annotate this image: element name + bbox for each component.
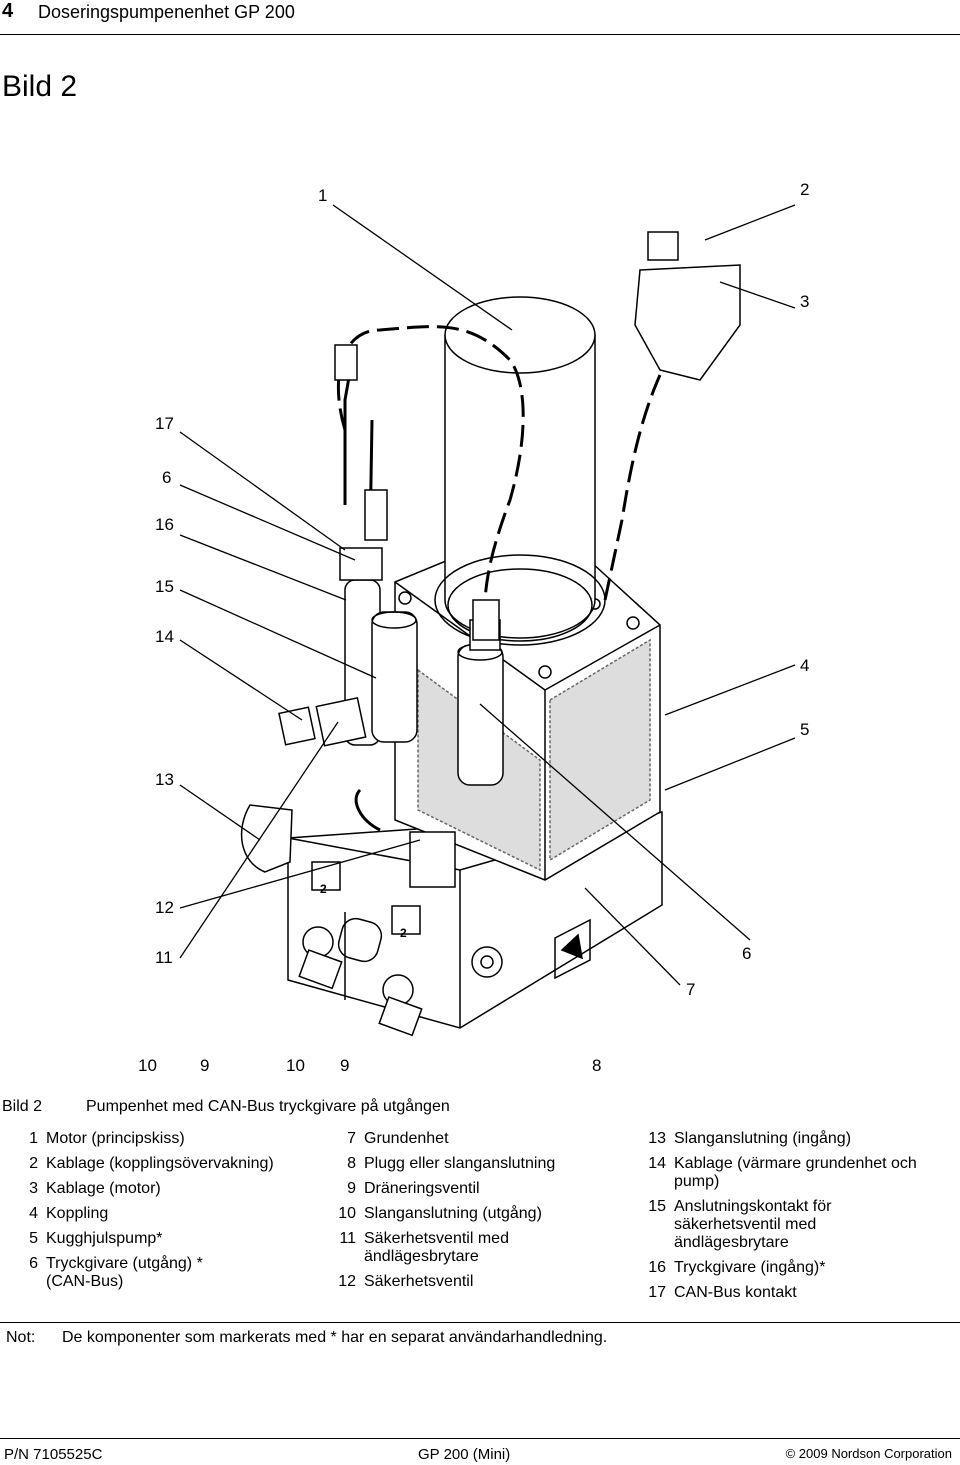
pump-unit-drawing: [179, 204, 796, 1037]
figure-title: Bild 2: [2, 70, 78, 103]
drain-valves: [298, 926, 423, 1037]
callout-7: 7: [686, 980, 696, 999]
leader-lines: [179, 204, 796, 986]
callout-4: 4: [800, 656, 810, 675]
note-text: De komponenter som markerats med * har e…: [62, 1329, 608, 1346]
callout-6-right: 6: [742, 944, 752, 963]
callout-17: 17: [155, 414, 174, 433]
footer-rule: [0, 1438, 960, 1439]
plate-label: 2: [400, 926, 407, 940]
plate-label: 2: [320, 882, 327, 896]
inlet-connection: [240, 804, 293, 873]
callout-14: 14: [155, 627, 174, 646]
callout-13: 13: [155, 770, 174, 789]
callout-10-right: 10: [286, 1056, 305, 1075]
callout-16: 16: [155, 515, 174, 534]
callout-8: 8: [592, 1056, 602, 1075]
page-number: 4: [2, 0, 14, 22]
callout-9-right: 9: [340, 1056, 350, 1075]
product-name: GP 200 (Mini): [418, 1446, 511, 1463]
callout-2: 2: [800, 180, 810, 199]
callout-5: 5: [800, 720, 810, 739]
callout-11: 11: [155, 948, 173, 967]
copyright: © 2009 Nordson Corporation: [785, 1446, 952, 1461]
part-number: P/N 7105525C: [4, 1446, 103, 1463]
callout-6-left: 6: [162, 468, 172, 487]
callout-15: 15: [155, 577, 174, 596]
note-label: Not:: [6, 1329, 36, 1346]
header-rule: [0, 34, 960, 35]
callout-3: 3: [800, 292, 810, 311]
callout-10-left: 10: [138, 1056, 157, 1075]
caption-text: Pumpenhet med CAN-Bus tryckgivare på utg…: [86, 1098, 450, 1115]
running-title: Doseringspumpenenhet GP 200: [38, 2, 295, 22]
note-rule: [0, 1322, 960, 1323]
motor-cylinder: [434, 296, 606, 646]
callout-1: 1: [318, 186, 328, 205]
connectors: [278, 231, 741, 888]
caption-label: Bild 2: [2, 1098, 43, 1115]
callout-12: 12: [155, 898, 174, 917]
callout-9-left: 9: [200, 1056, 210, 1075]
